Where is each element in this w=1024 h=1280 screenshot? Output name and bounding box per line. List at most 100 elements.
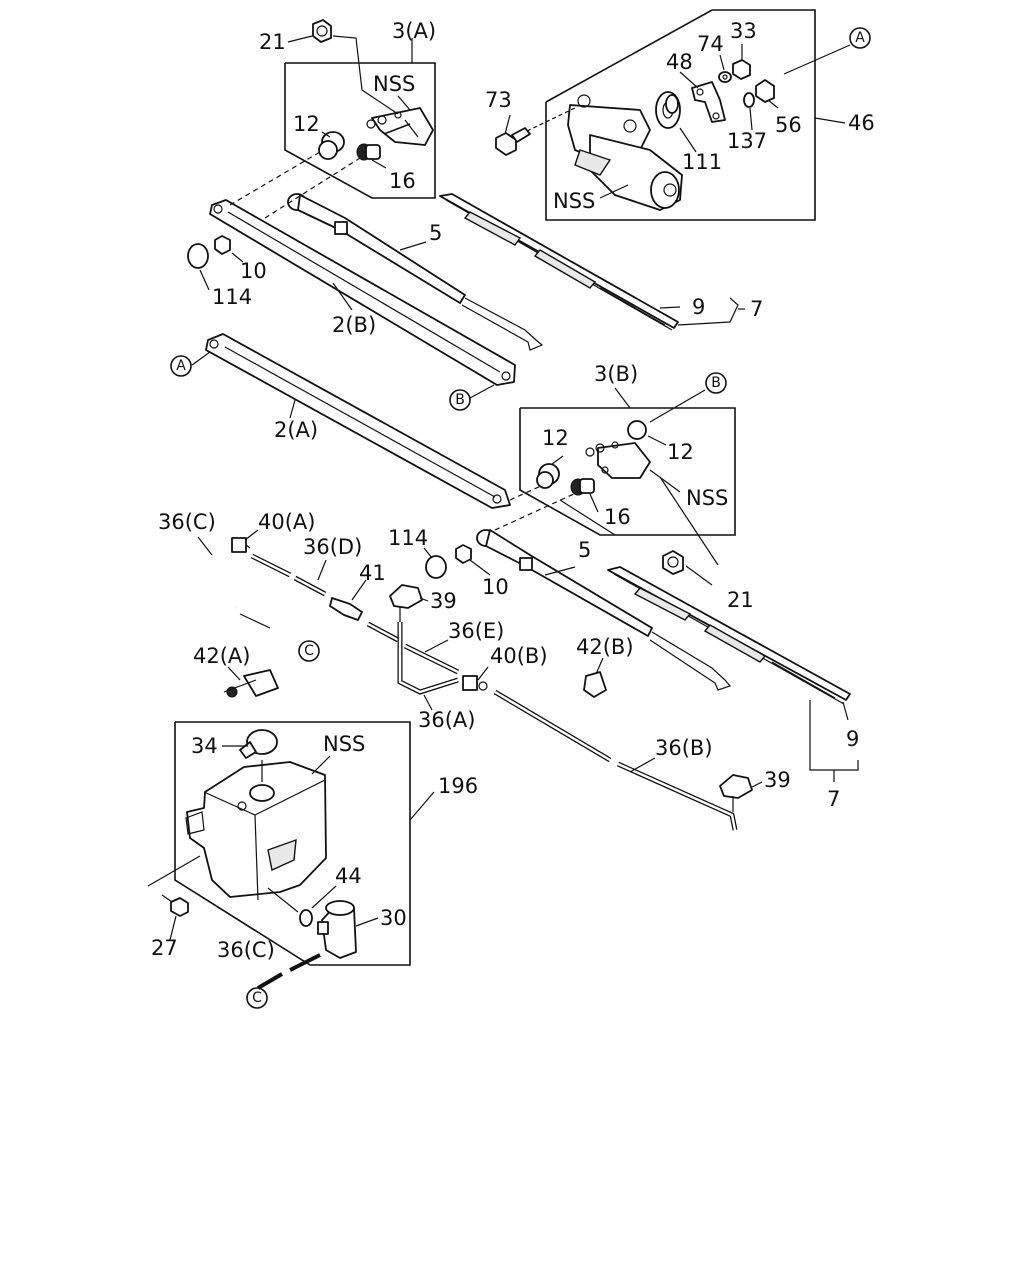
washer-hose-36a bbox=[397, 622, 459, 695]
marker-b-right: B bbox=[705, 372, 727, 394]
svg-text:B: B bbox=[711, 375, 721, 391]
bolt-27 bbox=[161, 894, 189, 917]
label-9-top: 9 bbox=[692, 295, 705, 319]
label-10-mid: 10 bbox=[482, 575, 509, 599]
assembly-lines bbox=[229, 151, 616, 536]
leader-lines bbox=[147, 35, 859, 941]
label-16-top: 16 bbox=[389, 169, 416, 193]
label-12-top: 12 bbox=[293, 112, 320, 136]
label-27: 27 bbox=[151, 936, 178, 960]
label-30: 30 bbox=[380, 906, 407, 930]
label-12-mid-a: 12 bbox=[542, 426, 569, 450]
hose-joint-40b bbox=[462, 675, 488, 691]
label-nss-mid: NSS bbox=[686, 486, 728, 510]
grommet-44 bbox=[299, 909, 313, 927]
marker-a-mid: A bbox=[170, 355, 192, 377]
label-40b: 40(B) bbox=[490, 644, 548, 668]
bushing-12-mid-a bbox=[536, 463, 560, 489]
label-114-top: 114 bbox=[212, 285, 252, 309]
check-valve-41 bbox=[329, 597, 363, 621]
label-36e: 36(E) bbox=[448, 619, 504, 643]
label-34: 34 bbox=[191, 734, 218, 758]
hose-clip-42b bbox=[583, 671, 607, 698]
wiper-arm-5-mid bbox=[476, 529, 732, 691]
wiper-blade-7-top bbox=[439, 193, 679, 331]
box-196 bbox=[174, 721, 411, 966]
bracket-48 bbox=[691, 81, 726, 123]
nut-10-mid bbox=[455, 544, 472, 564]
label-36c-bot: 36(C) bbox=[217, 938, 275, 962]
hose-clip-42a bbox=[223, 669, 279, 698]
bushing-16-top bbox=[356, 143, 381, 161]
label-48: 48 bbox=[666, 50, 693, 74]
label-nss-top: NSS bbox=[373, 72, 415, 96]
label-44: 44 bbox=[335, 864, 362, 888]
cap-114-mid bbox=[425, 555, 447, 579]
label-114-mid: 114 bbox=[388, 526, 428, 550]
bushing-12-mid-b bbox=[627, 420, 647, 440]
marker-b-mid: B bbox=[449, 389, 471, 411]
label-36d: 36(D) bbox=[303, 535, 362, 559]
svg-text:A: A bbox=[176, 358, 186, 374]
nut-56 bbox=[755, 79, 775, 103]
label-111: 111 bbox=[682, 150, 722, 174]
label-3b: 3(B) bbox=[594, 362, 638, 386]
label-10-top: 10 bbox=[240, 259, 267, 283]
box-46 bbox=[545, 9, 816, 221]
callout-labels: 21 3(A) NSS 12 16 73 48 74 33 56 46 137 … bbox=[151, 19, 875, 962]
washer-hose-36c bbox=[190, 546, 271, 629]
washer-hose-36d bbox=[250, 553, 327, 597]
nut-10-top bbox=[214, 235, 231, 255]
label-36b: 36(B) bbox=[655, 736, 713, 760]
svg-text:A: A bbox=[855, 30, 865, 46]
label-46: 46 bbox=[848, 111, 875, 135]
label-39-bot: 39 bbox=[764, 768, 791, 792]
nut-33 bbox=[732, 59, 751, 80]
grommet-111 bbox=[655, 91, 681, 129]
label-2a: 2(A) bbox=[274, 418, 318, 442]
label-16-mid: 16 bbox=[604, 505, 631, 529]
linkage-pivot-3a bbox=[366, 107, 434, 146]
box-3a bbox=[284, 62, 436, 199]
label-196: 196 bbox=[438, 774, 478, 798]
wiper-arm-5-top bbox=[287, 193, 544, 351]
bushing-16-mid bbox=[570, 478, 595, 496]
linkage-pivot-3b bbox=[585, 441, 651, 479]
marker-c-bot: C bbox=[246, 987, 268, 1009]
svg-text:B: B bbox=[455, 392, 465, 408]
label-5-mid: 5 bbox=[578, 538, 591, 562]
label-36a: 36(A) bbox=[418, 708, 475, 732]
label-73: 73 bbox=[485, 88, 512, 112]
label-36c-top: 36(C) bbox=[158, 510, 216, 534]
label-74: 74 bbox=[697, 32, 724, 56]
marker-c-mid: C bbox=[298, 640, 320, 662]
label-12-mid-b: 12 bbox=[667, 440, 694, 464]
washer-hose-36e bbox=[366, 621, 460, 675]
label-39-mid: 39 bbox=[430, 589, 457, 613]
tank-cap-34 bbox=[239, 729, 278, 759]
label-56: 56 bbox=[775, 113, 802, 137]
label-137: 137 bbox=[727, 129, 767, 153]
label-nss-tank: NSS bbox=[323, 732, 365, 756]
svg-text:C: C bbox=[252, 990, 262, 1006]
label-7-bot: 7 bbox=[827, 787, 840, 811]
wiper-blade-7-mid bbox=[607, 566, 851, 705]
washer-pump-30 bbox=[317, 900, 357, 959]
label-33: 33 bbox=[730, 19, 757, 43]
washer-nozzle-39-bot bbox=[719, 774, 753, 812]
label-41: 41 bbox=[359, 561, 386, 585]
bushing-12-top bbox=[318, 131, 345, 160]
wiper-motor bbox=[567, 94, 683, 211]
label-nss-motor: NSS bbox=[553, 189, 595, 213]
label-2b: 2(B) bbox=[332, 313, 376, 337]
cap-114-top bbox=[187, 243, 209, 269]
label-7-top: 7 bbox=[750, 297, 763, 321]
label-40a: 40(A) bbox=[258, 510, 315, 534]
washer-tank bbox=[185, 761, 327, 901]
linkage-rod-2b bbox=[209, 199, 516, 386]
hose-joint-40a bbox=[231, 537, 251, 553]
box-3b bbox=[519, 407, 736, 536]
nut-21-top bbox=[312, 19, 332, 43]
svg-text:C: C bbox=[304, 643, 314, 659]
